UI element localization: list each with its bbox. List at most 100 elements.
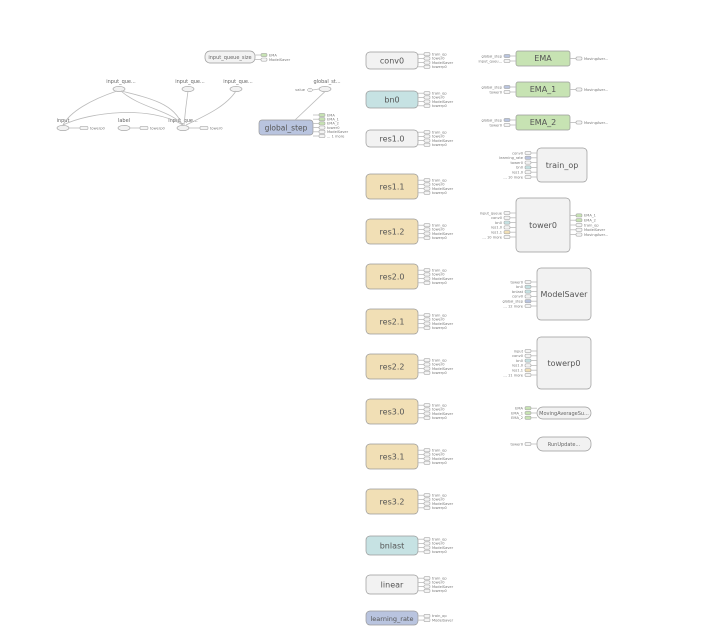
port-pill [318,134,326,138]
node-res1-2[interactable]: res1.2 [365,218,419,245]
node-shape [176,125,190,131]
port-pill [524,411,532,415]
port-label: bn0 [516,166,524,170]
node-res3-0[interactable]: res3.0 [365,398,419,425]
node-res2-0[interactable]: res2.0 [365,263,419,290]
port-label: ModelSaver [432,367,454,371]
port-label: tower0 [432,183,445,187]
node-top-oval-0[interactable]: input_que... [106,79,136,92]
port-label: train_op [432,359,447,363]
port-label: ... 12 more [503,304,523,308]
node-global-st[interactable]: global_st...value [295,79,341,93]
node-bottom-oval-2[interactable]: input_que... [168,118,198,131]
port-label: tower0 [432,498,445,502]
node-top-oval-2[interactable]: input_que... [223,79,253,92]
node-shape [117,125,131,131]
node-res2-1[interactable]: res2.1 [365,308,419,335]
port-pill [423,60,431,65]
node-global-step[interactable]: global_step [258,119,314,136]
port-pill [423,452,431,457]
port-label: ModelSaver [432,546,454,550]
node-conv0[interactable]: conv0 [365,51,419,70]
node-train_op[interactable]: train_op [536,147,588,183]
node-res1-0[interactable]: res1.0 [365,129,419,148]
node-label: label [118,118,130,124]
node-label: input [57,118,70,124]
port-pill [503,230,511,235]
port-label: train_op [432,92,447,96]
port-label: ModelSaver [432,502,454,506]
node-res1-1[interactable]: res1.1 [365,173,419,200]
port-pill [524,349,532,353]
port-label: train_op [584,223,599,227]
node-res3-1[interactable]: res3.1 [365,443,419,470]
port-label: train_op [432,224,447,228]
port-pill [524,373,532,377]
node-towerp0[interactable]: towerp0 [536,336,592,390]
node-learning-rate[interactable]: learning_rate [365,610,419,626]
node-label: towerp0 [548,359,581,368]
port-pill [423,366,431,371]
port-pill [423,584,431,589]
port-pill [318,129,326,134]
node-res2-2[interactable]: res2.2 [365,353,419,380]
port-label: ModelSaver [432,322,454,326]
port-pill [423,178,431,183]
edge [120,90,183,126]
node-label: res2.0 [380,273,405,282]
port-pill [260,57,268,62]
node-ema-2[interactable]: EMA_2 [515,114,571,131]
port-pill [524,358,532,363]
port-label: conv0 [512,295,524,299]
node-ema-1[interactable]: EMA_1 [515,81,571,98]
node-bn0[interactable]: bn0 [365,90,419,109]
port-label: conv0 [512,151,524,155]
port-label: input_queu... [478,59,502,63]
node-linear[interactable]: linear [365,574,419,595]
node-top-oval-1[interactable]: input_que... [175,79,205,92]
node-modelsaver[interactable]: ModelSaver [536,267,592,321]
port-pill [423,460,431,465]
node-tower0[interactable]: tower0 [515,197,571,253]
port-label: ModelSaver [327,130,349,134]
port-pill [524,280,532,284]
node-input-queue-size[interactable]: input_queue_size [204,50,256,64]
port-pill [503,215,511,220]
node-bnlast[interactable]: bnlast [365,535,419,556]
port-label: ... 10 more [503,175,523,179]
port-label: ModelSaver [432,232,454,236]
port-pill [575,227,583,232]
port-pill [524,299,532,304]
port-label: towerp0 [432,550,448,554]
port-pill [423,545,431,550]
port-pill [318,121,326,126]
port-pill [524,406,532,411]
port-pill [524,289,532,294]
node-run_update[interactable]: RunUpdate... [536,436,592,452]
port-pill [423,411,431,416]
port-pill [423,231,431,236]
port-label: towerp0 [432,143,448,147]
node-res3-2[interactable]: res3.2 [365,488,419,515]
port-label: EMA_2 [327,122,339,126]
port-pill [423,588,431,593]
port-label: ModelSaver [432,585,454,589]
port-label: conv0 [512,354,524,358]
port-label: ModelSaver [432,187,454,191]
port-label: MovingAver... [584,57,608,61]
port-pill [524,175,532,179]
port-pill [423,268,431,273]
port-label: tower0 [432,273,445,277]
port-pill [503,235,511,239]
node-bottom-oval-1[interactable]: label [117,118,131,131]
node-moving_avg[interactable]: MovingAverageSu... [536,406,592,420]
port-label: res1.1 [491,231,502,235]
port-label: tower0 [432,363,445,367]
node-shape [365,398,419,425]
port-label: res1.0 [512,364,524,368]
port-label: train_op [432,269,447,273]
port-label: EMA_2 [584,219,596,223]
port-pill [423,456,431,461]
node-ema[interactable]: EMA [515,50,571,67]
